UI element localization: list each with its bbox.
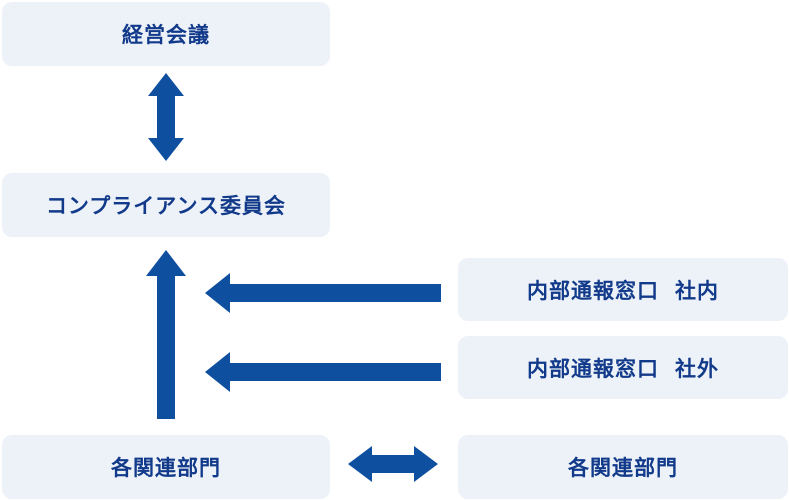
- whistleblowing-external-scope: 社外: [675, 356, 719, 381]
- related-departments-left-label: 各関連部門: [111, 456, 221, 480]
- departments-double-arrow: [348, 446, 438, 482]
- management-meeting-box: 経営会議: [2, 2, 330, 66]
- internal-window-to-committee-arrow: [205, 273, 441, 313]
- whistleblowing-external-box: 内部通報窓口社外: [458, 336, 788, 399]
- departments-to-committee-arrow: [146, 250, 186, 419]
- whistleblowing-internal-box: 内部通報窓口社内: [458, 258, 788, 321]
- compliance-committee-label: コンプライアンス委員会: [45, 194, 287, 218]
- external-window-to-committee-arrow: [205, 352, 441, 392]
- whistleblowing-external-name: 内部通報窓口: [527, 356, 659, 381]
- related-departments-left-box: 各関連部門: [2, 435, 330, 499]
- management-meeting-label: 経営会議: [122, 23, 210, 47]
- management-committee-double-arrow: [148, 73, 184, 161]
- whistleblowing-internal-name: 内部通報窓口: [527, 278, 659, 303]
- compliance-committee-box: コンプライアンス委員会: [2, 173, 330, 237]
- related-departments-right-label: 各関連部門: [568, 456, 678, 480]
- whistleblowing-internal-scope: 社内: [675, 278, 719, 303]
- related-departments-right-box: 各関連部門: [458, 435, 788, 499]
